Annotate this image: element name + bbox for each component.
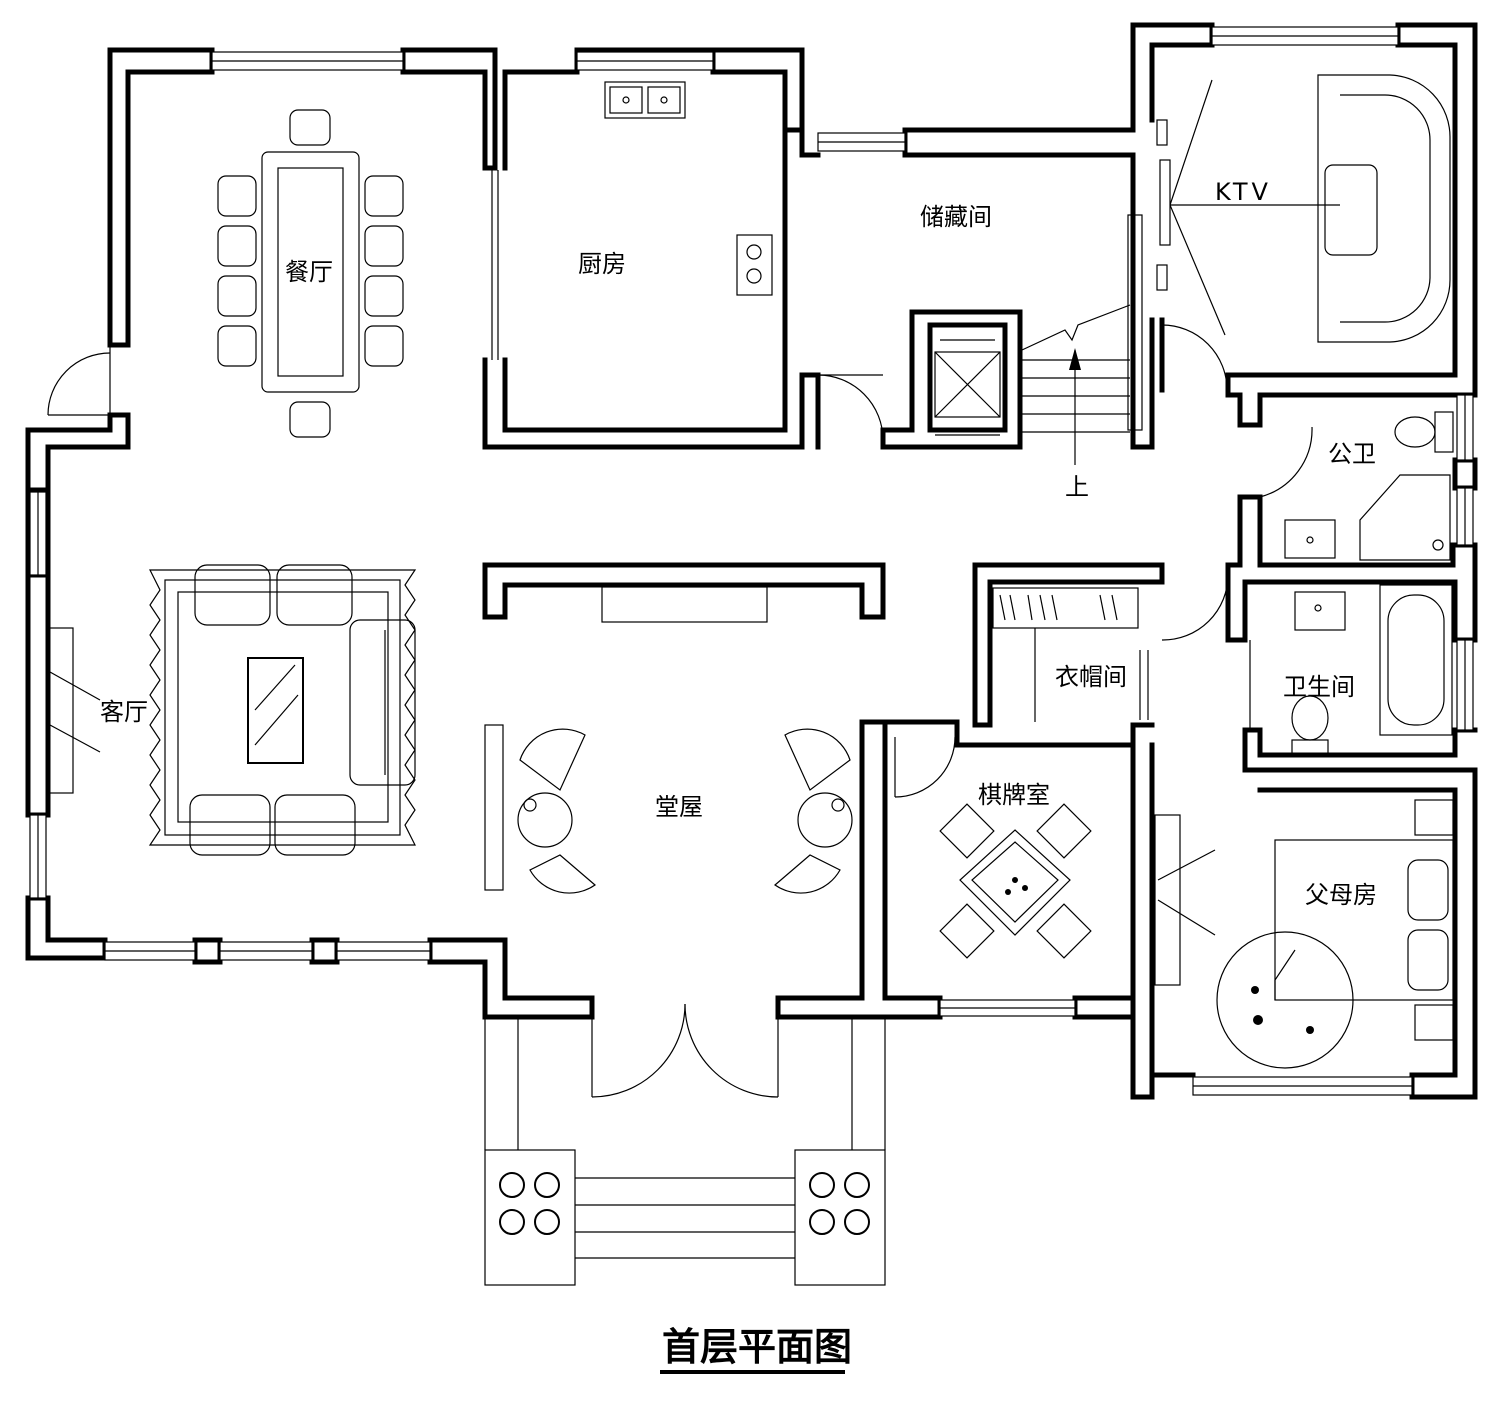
kitchen-label: 厨房 [578, 250, 626, 278]
ktv-label: KTV [1215, 178, 1272, 206]
bathroom-label: 卫生间 [1283, 673, 1355, 701]
cloakroom-furniture [992, 587, 1139, 722]
cloakroom-label: 衣帽间 [1055, 663, 1127, 691]
stairs-up-label: 上 [1065, 473, 1089, 501]
bathroom-fixtures [1291, 584, 1453, 755]
storage-label: 储藏间 [920, 203, 992, 231]
living-label: 客厅 [100, 698, 148, 726]
living-furniture [47, 564, 417, 856]
chess-room-label: 棋牌室 [978, 781, 1050, 809]
public-wc-label: 公卫 [1328, 440, 1376, 468]
staircase [1021, 214, 1143, 465]
walls [25, 22, 1478, 1100]
kitchen-fixtures [604, 81, 773, 296]
windows [29, 26, 1474, 1096]
ktv-furniture [1156, 74, 1451, 343]
plan-title: 首层平面图 [660, 1325, 852, 1374]
dining-label: 餐厅 [285, 258, 333, 286]
hall-furniture [484, 586, 853, 894]
parents-room-label: 父母房 [1305, 881, 1377, 909]
chess-room-furniture [939, 803, 1092, 959]
entry-porch [484, 1017, 886, 1286]
public-wc-fixtures [1284, 411, 1454, 561]
plan-title-text: 首层平面图 [662, 1325, 852, 1369]
hall-label: 堂屋 [655, 793, 703, 821]
elevator [934, 339, 1001, 436]
doors [47, 170, 1313, 1098]
dining-table [217, 109, 404, 438]
parents-room-furniture [1154, 799, 1454, 1069]
room-labels: 餐厅 厨房 储藏间 KTV 公卫 客厅 堂屋 衣帽间 卫生间 棋牌室 父母房 上 [100, 178, 1377, 909]
